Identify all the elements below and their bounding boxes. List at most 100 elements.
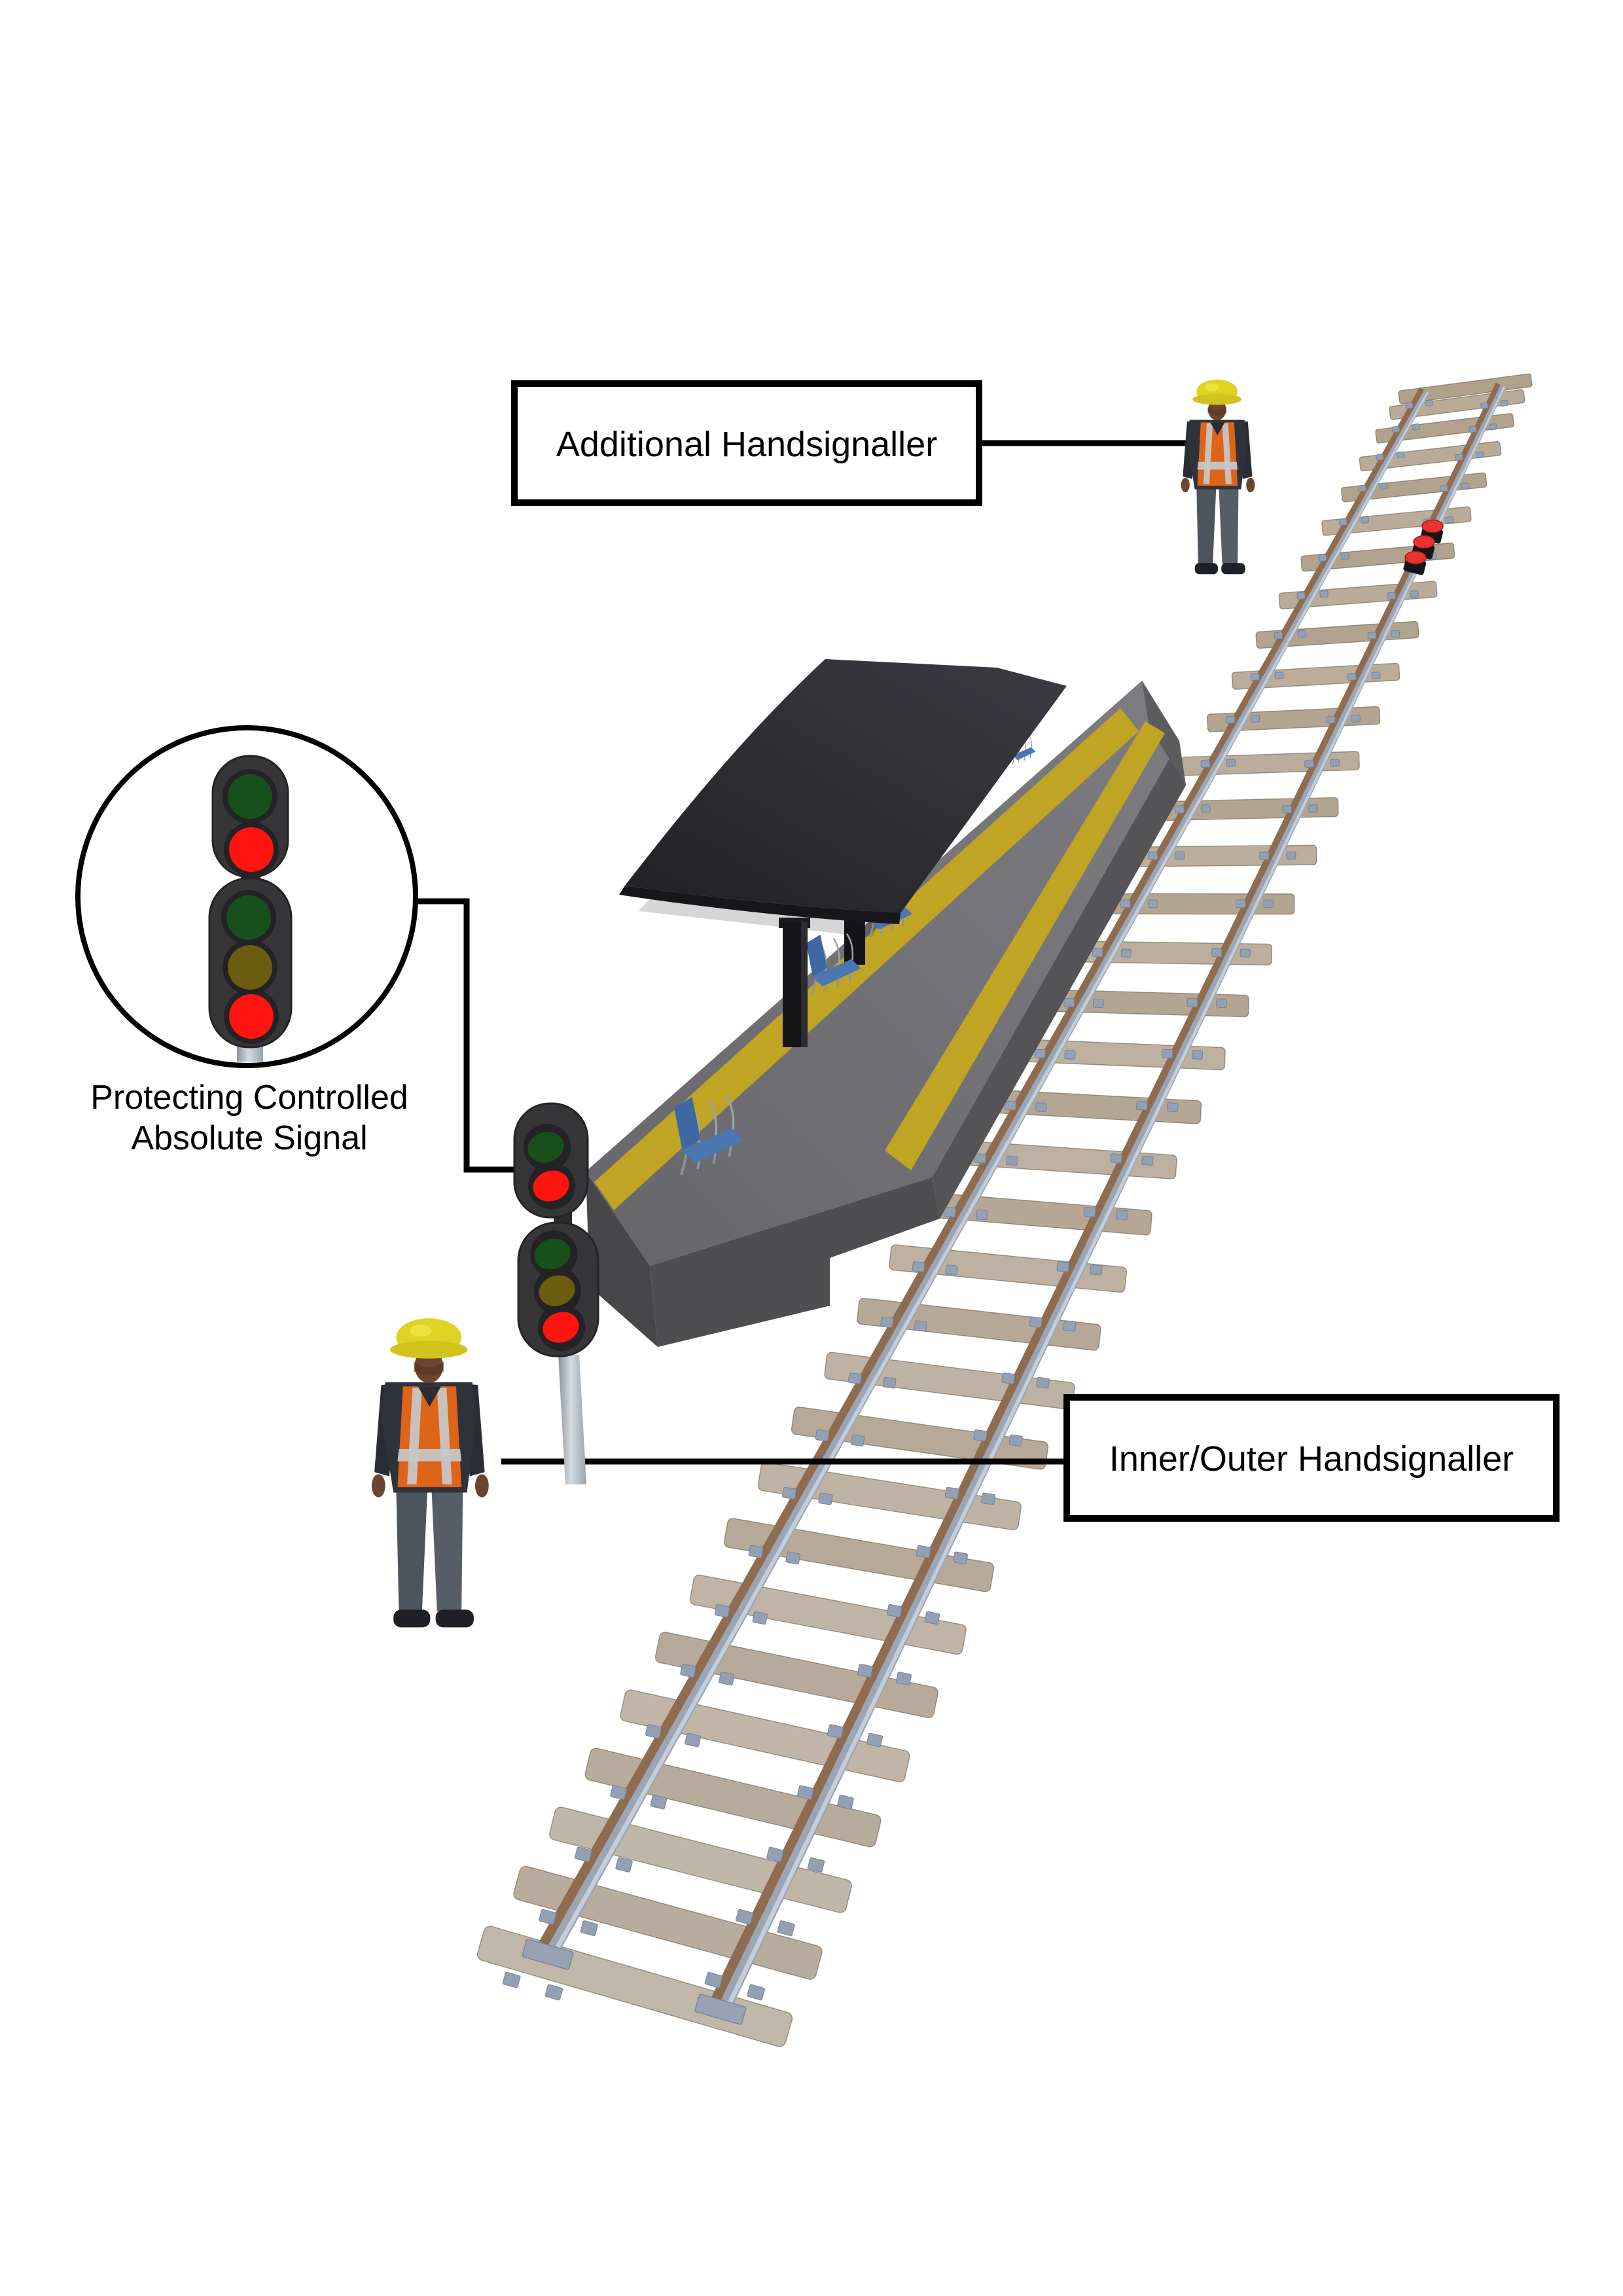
rail-clip bbox=[1083, 1207, 1096, 1217]
rail-clip bbox=[650, 1795, 668, 1810]
platform-front-face bbox=[932, 741, 1186, 1219]
rail-clip bbox=[1480, 402, 1489, 410]
rail-clip bbox=[1340, 552, 1349, 560]
rail-clip bbox=[1405, 402, 1414, 410]
rail-clip bbox=[719, 1672, 735, 1686]
rail-clip bbox=[645, 1724, 662, 1739]
rail-clip bbox=[827, 1724, 844, 1739]
detonators-group bbox=[1403, 519, 1444, 575]
rail-clip bbox=[1200, 759, 1211, 768]
rail-clip bbox=[1064, 1050, 1076, 1060]
rail-clip bbox=[866, 1732, 883, 1748]
rail-clip bbox=[945, 1265, 958, 1276]
label-box-inner-outer-handsignaller: Inner/Outer Handsignaller bbox=[1063, 1394, 1560, 1522]
rail-clip bbox=[1326, 715, 1336, 724]
rail-clip bbox=[1001, 1372, 1016, 1384]
signal-lamp-red-lit bbox=[543, 1312, 579, 1343]
rail-clip bbox=[1440, 484, 1448, 492]
rail-clip bbox=[680, 1664, 696, 1678]
rail-clip bbox=[1216, 999, 1227, 1008]
rail-clip bbox=[1376, 454, 1384, 461]
rail-clip bbox=[544, 1984, 563, 2001]
railway-track bbox=[476, 373, 1533, 2047]
inset-caption-line2: Absolute Signal bbox=[131, 1119, 367, 1157]
rail-clip bbox=[1330, 759, 1340, 767]
rail-clip bbox=[1226, 759, 1236, 767]
rail-clip bbox=[1175, 851, 1185, 860]
rail-clip bbox=[975, 1210, 988, 1220]
rail-clip bbox=[1191, 1050, 1204, 1060]
rail-clip bbox=[1110, 1153, 1122, 1164]
rail-clip bbox=[1115, 1210, 1128, 1220]
rail-clip bbox=[782, 1486, 797, 1499]
label-box-additional-handsignaller: Additional Handsignaller bbox=[511, 380, 982, 506]
rail-clip bbox=[1358, 484, 1366, 492]
label-box-frame bbox=[511, 380, 982, 506]
rail-clip bbox=[747, 1984, 766, 2001]
rail-clip bbox=[752, 1611, 768, 1625]
canopy-fascia bbox=[619, 886, 901, 924]
rail-clip bbox=[1425, 399, 1433, 407]
rail-clip bbox=[953, 1551, 968, 1565]
rail-clip bbox=[1500, 399, 1508, 407]
rail-clip bbox=[580, 1920, 598, 1937]
rail-clip bbox=[1469, 425, 1477, 433]
rail-clip bbox=[1147, 852, 1158, 860]
sleeper bbox=[1398, 373, 1533, 404]
station-platform bbox=[586, 659, 1186, 1347]
rail-clip bbox=[1371, 672, 1381, 679]
rail-base-plate bbox=[694, 1994, 747, 2025]
rail-clip bbox=[1319, 590, 1329, 598]
rail-clip bbox=[1174, 805, 1185, 814]
rail-clip bbox=[1141, 1155, 1154, 1166]
rail-clip bbox=[736, 1909, 754, 1925]
rail-clip bbox=[1455, 454, 1463, 461]
inset-lamp-green-unlit bbox=[226, 895, 271, 940]
rail-clip bbox=[1092, 948, 1103, 958]
rail-clip bbox=[1008, 1434, 1023, 1446]
track-rails bbox=[534, 382, 1507, 2018]
rail-clip bbox=[1367, 632, 1377, 639]
rail-clip bbox=[914, 1320, 927, 1332]
rail-clip bbox=[1274, 632, 1283, 639]
rail-clip bbox=[1412, 423, 1421, 431]
rail-clip bbox=[880, 1316, 894, 1328]
rail-clip bbox=[615, 1857, 633, 1873]
rail-clip bbox=[1361, 516, 1370, 524]
rail-clip bbox=[1461, 482, 1470, 490]
rail-clip bbox=[539, 1909, 557, 1925]
rail-clip bbox=[1476, 451, 1484, 459]
tactile-strip-front bbox=[885, 721, 1165, 1170]
signal-lamp-amber-unlit bbox=[539, 1275, 575, 1306]
signal-inset-magnifier bbox=[75, 725, 418, 1068]
rail-clip bbox=[1338, 518, 1347, 526]
track-rail-clips bbox=[502, 399, 1508, 2025]
rail-clip bbox=[748, 1545, 764, 1558]
rail-clip bbox=[837, 1795, 854, 1810]
rail-clip bbox=[1200, 804, 1211, 813]
rail-clip bbox=[1304, 759, 1314, 768]
rail-clip bbox=[1166, 1102, 1179, 1112]
rail-clip bbox=[1410, 590, 1419, 598]
connector-line-inset bbox=[414, 898, 518, 1173]
rail-clip bbox=[1445, 516, 1454, 524]
platform-near-face bbox=[650, 1177, 940, 1347]
rail-clip bbox=[973, 1429, 988, 1442]
rail-clip bbox=[1063, 1320, 1077, 1332]
rail-clip bbox=[1297, 630, 1307, 638]
protecting-signal bbox=[513, 1102, 599, 1484]
rail-clip bbox=[1397, 451, 1405, 459]
rail-clip bbox=[1296, 592, 1306, 600]
rail-clip bbox=[1347, 673, 1357, 681]
label-inner-outer-handsignaller: Inner/Outer Handsignaller bbox=[1109, 1439, 1514, 1479]
rail-clip bbox=[1120, 899, 1131, 908]
rail-clip bbox=[912, 1261, 925, 1272]
inset-lamp-red-lit bbox=[229, 994, 274, 1039]
signal-pole bbox=[558, 1355, 586, 1484]
rail-clip bbox=[1379, 482, 1388, 490]
signal-lamp-green-unlit bbox=[534, 1238, 571, 1270]
inset-lamp-red-lit bbox=[229, 827, 274, 872]
rail-clip bbox=[850, 1434, 865, 1446]
rail-clip bbox=[1090, 1265, 1103, 1276]
rail-clip bbox=[1263, 899, 1274, 908]
